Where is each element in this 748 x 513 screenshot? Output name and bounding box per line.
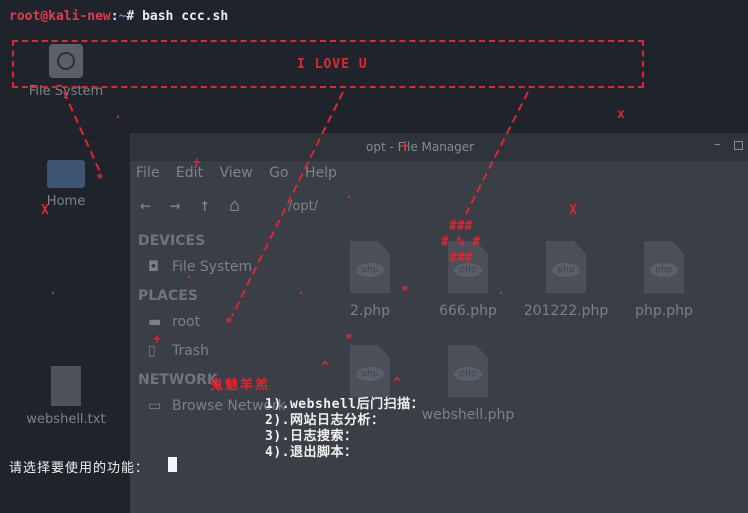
- file-item[interactable]: 201222.php: [516, 241, 616, 319]
- art-dot: .: [114, 107, 122, 122]
- file-item[interactable]: [320, 345, 420, 407]
- art-small-x: x: [617, 107, 625, 122]
- art-hash-top: ###: [449, 219, 473, 234]
- desktop-icon-webshell-txt[interactable]: webshell.txt: [18, 366, 114, 427]
- shell-command: bash ccc.sh: [142, 9, 229, 24]
- ascii-art-lines: [63, 91, 529, 317]
- folder-icon: ▬: [148, 314, 162, 330]
- menu-edit[interactable]: Edit: [175, 165, 204, 181]
- art-star: *: [345, 332, 353, 347]
- art-dot: .: [297, 283, 305, 298]
- art-line-right: [465, 91, 529, 215]
- menu-option-3: 3).日志搜索：: [265, 429, 358, 444]
- file-manager-titlebar: opt - File Manager –: [130, 133, 748, 161]
- art-line-left: [63, 91, 101, 173]
- art-star: *: [96, 172, 104, 187]
- sidebar-header-places: PLACES: [138, 288, 198, 304]
- menu-go[interactable]: Go: [269, 165, 289, 181]
- menu-option-2: 2).网站日志分析：: [265, 413, 385, 428]
- banner-frame: [12, 40, 644, 88]
- navigation-toolbar: ← → ↑ ⌂: [140, 195, 248, 216]
- art-star: *: [401, 284, 409, 299]
- art-plus: +: [193, 155, 201, 170]
- art-caret: ^: [393, 376, 401, 391]
- file-item[interactable]: php.php: [614, 241, 714, 319]
- sidebar-header-network: NETWORK: [138, 372, 218, 388]
- prompt-symbol: #: [126, 9, 135, 24]
- location-path[interactable]: /opt/: [288, 199, 319, 214]
- terminal-output: root@kali-new:~# bash ccc.sh I LOVE U * …: [9, 9, 644, 476]
- art-dot: .: [345, 187, 353, 202]
- art-line-center: [231, 91, 344, 317]
- menu-help[interactable]: Help: [305, 165, 337, 181]
- text-file-icon: [51, 366, 81, 406]
- menu-option-1: 1).webshell后门扫描：: [265, 397, 425, 412]
- terminal-cursor[interactable]: [168, 457, 177, 472]
- menu-view[interactable]: View: [219, 165, 253, 181]
- art-plus: +: [401, 139, 409, 154]
- php-file-icon: [546, 241, 586, 293]
- menu-file[interactable]: File: [136, 165, 160, 181]
- home-icon[interactable]: ⌂: [229, 195, 240, 216]
- art-cross: X: [41, 203, 49, 218]
- file-item[interactable]: webshell.php: [418, 345, 518, 423]
- php-file-icon: [350, 241, 390, 293]
- sidebar-item-file-system[interactable]: ◘File System: [148, 259, 253, 275]
- prompt-separator: :: [110, 9, 119, 24]
- forward-arrow-icon[interactable]: →: [169, 195, 181, 216]
- up-arrow-icon[interactable]: ↑: [199, 195, 211, 216]
- sidebar-item-root[interactable]: ▬root: [148, 314, 201, 330]
- art-dot: .: [497, 283, 505, 298]
- menu-option-4: 4).退出脚本：: [265, 445, 358, 460]
- author-signature: 鬼魅羊羔: [210, 378, 271, 393]
- php-file-icon: [448, 241, 488, 293]
- art-plus: +: [153, 332, 161, 347]
- art-star: *: [225, 316, 233, 331]
- file-item[interactable]: 2.php: [320, 241, 420, 319]
- desktop-icon-home[interactable]: Home: [18, 160, 114, 209]
- php-file-icon: [448, 345, 488, 397]
- sidebar-item-browse-network[interactable]: ▭Browse Network: [148, 398, 286, 414]
- desktop-background: File System Home webshell.txt opt - File…: [0, 0, 748, 501]
- php-file-icon: [644, 241, 684, 293]
- art-hash-bottom: ###: [449, 251, 473, 266]
- file-manager-window: opt - File Manager – File Edit View Go H…: [130, 133, 748, 513]
- file-manager-menubar: File Edit View Go Help: [136, 165, 349, 181]
- banner-text: I LOVE U: [297, 57, 368, 72]
- back-arrow-icon[interactable]: ←: [140, 195, 151, 216]
- art-hash-middle: # % #: [441, 235, 481, 250]
- file-manager-sidebar: DEVICES ◘File System PLACES ▬root ▯Trash…: [138, 233, 318, 427]
- desktop-icon-label: webshell.txt: [26, 412, 106, 427]
- window-title: opt - File Manager: [366, 140, 475, 154]
- art-dot: .: [49, 283, 57, 298]
- art-caret: ^: [321, 360, 329, 375]
- prompt-path: ~: [118, 9, 127, 24]
- art-dot: .: [185, 267, 193, 282]
- desktop-icon-label: Home: [46, 194, 86, 209]
- drive-icon: ◘: [148, 259, 160, 275]
- home-folder-icon: [47, 160, 85, 188]
- prompt-user-host: root@kali-new: [9, 9, 111, 24]
- trash-icon: ▯: [148, 343, 156, 359]
- network-icon: ▭: [148, 398, 162, 414]
- art-cross: X: [569, 203, 577, 218]
- sidebar-header-devices: DEVICES: [138, 233, 206, 249]
- sidebar-item-trash[interactable]: ▯Trash: [148, 343, 209, 359]
- drive-icon: [49, 44, 83, 78]
- minimize-icon[interactable]: –: [714, 137, 721, 152]
- php-file-icon: [350, 345, 390, 397]
- maximize-icon[interactable]: [734, 141, 743, 150]
- input-prompt: 请选择要使用的功能：: [9, 461, 150, 476]
- shell-prompt-line: root@kali-new:~# bash ccc.sh: [9, 9, 228, 24]
- file-item[interactable]: 666.php: [418, 241, 518, 319]
